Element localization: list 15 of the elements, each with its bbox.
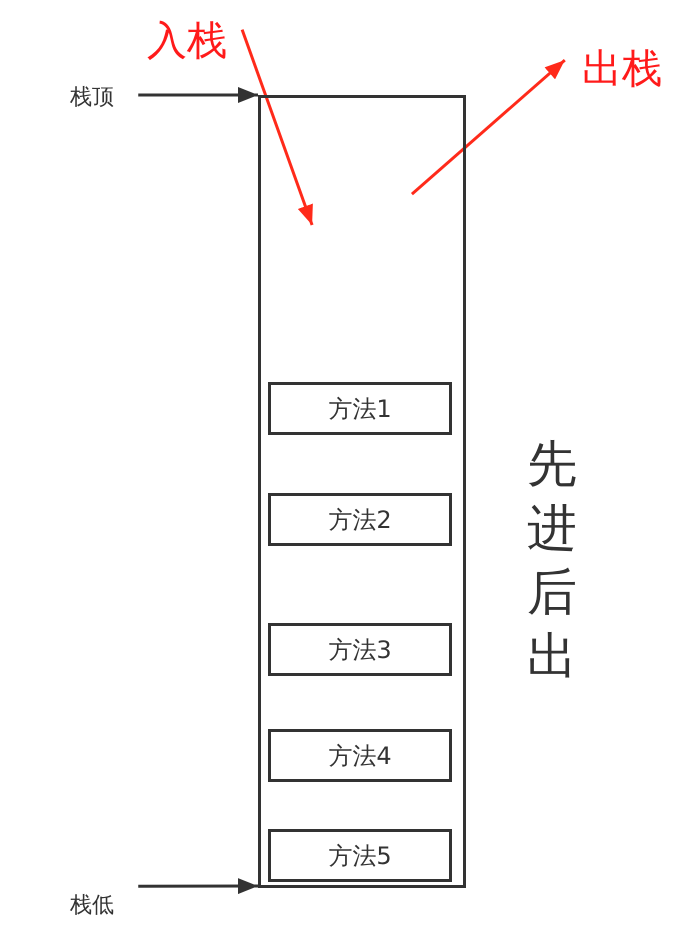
arrow [138,878,258,894]
operation-label: 出栈 [570,40,674,96]
vertical-note: 先进后出 [526,434,578,687]
method-box: 方法5 [268,829,452,882]
operation-label: 入栈 [134,14,240,66]
arrow [410,59,566,196]
arrow [240,29,314,226]
method-box: 方法1 [268,382,452,435]
stack-box [258,95,466,888]
method-box: 方法3 [268,623,452,676]
method-box: 方法4 [268,729,452,782]
method-box: 方法2 [268,493,452,546]
pointer-label: 栈低 [58,888,126,922]
arrow [138,87,258,103]
pointer-label: 栈顶 [58,80,126,114]
